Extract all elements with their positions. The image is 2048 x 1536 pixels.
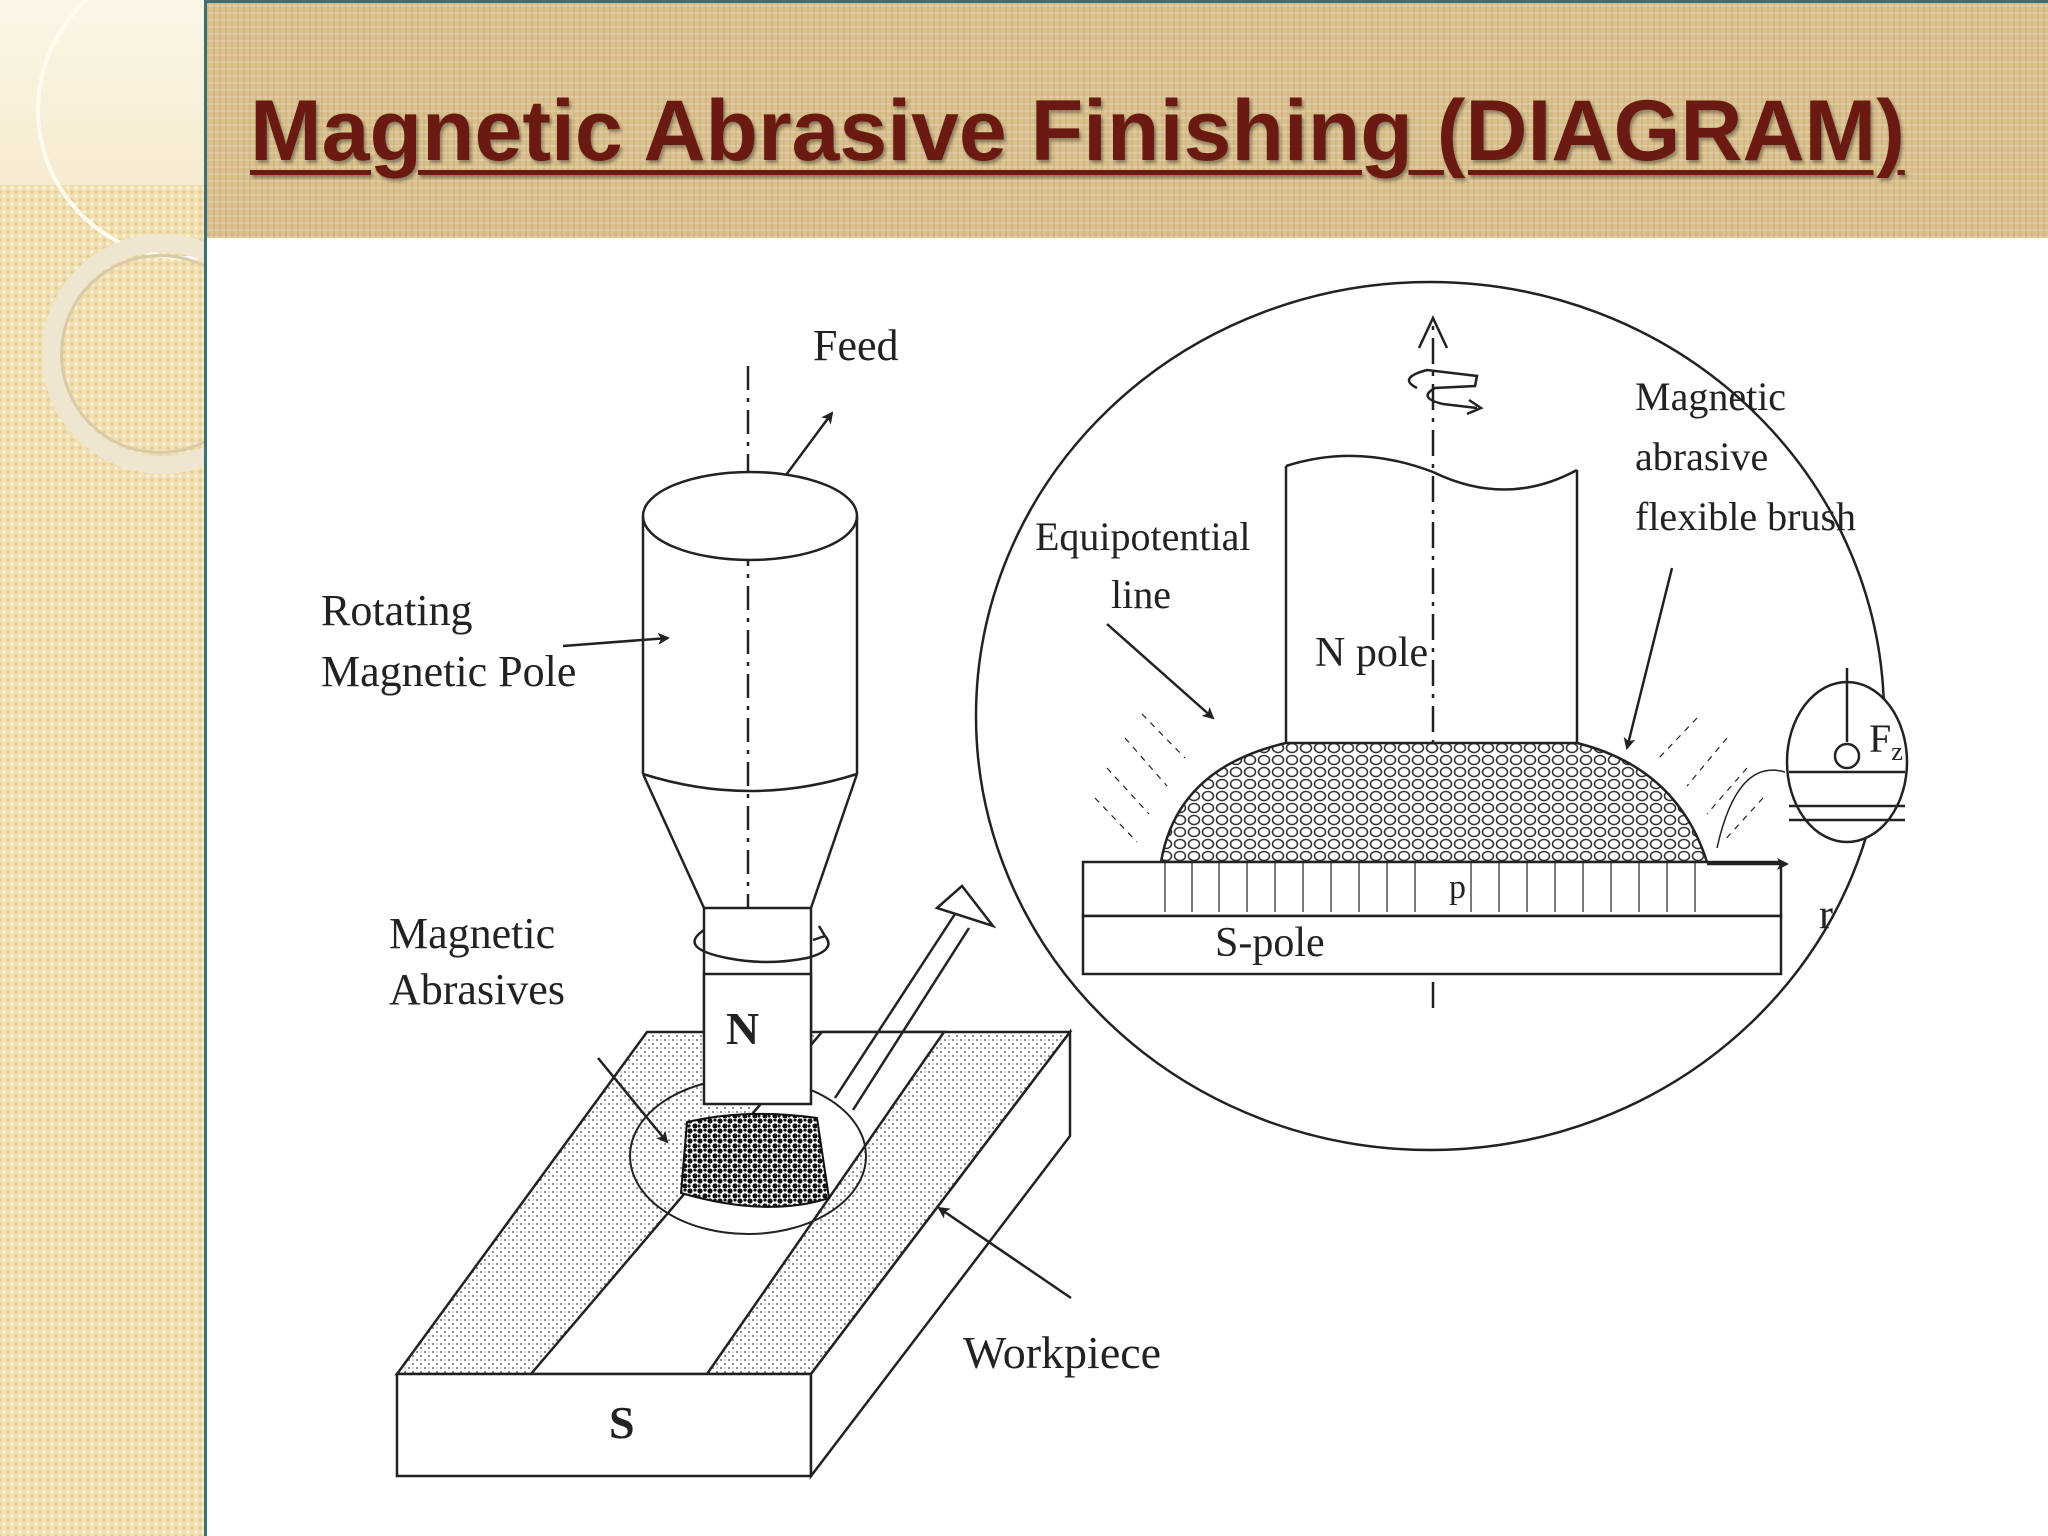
n-pole-label-enlarged: N pole — [1315, 630, 1428, 676]
axis-arrowhead — [1417, 315, 1449, 349]
brush-pointer-arrow — [1623, 567, 1674, 750]
equipotential-lines-left — [1094, 713, 1186, 843]
workpiece-pointer-arrow — [937, 1206, 1072, 1300]
brush-label-2: abrasive — [1635, 434, 1768, 479]
brush-label-3: flexible brush — [1635, 494, 1856, 539]
brush-label-1: Magnetic — [1635, 374, 1786, 419]
equipotential-lines-right — [1658, 717, 1764, 843]
r-axis-label: r — [1819, 892, 1833, 938]
left-apparatus — [641, 366, 859, 1078]
rotation-symbol-arrow — [1466, 398, 1484, 416]
s-pole-label-enlarged: S-pole — [1215, 920, 1325, 966]
abrasives-pointer-arrow — [597, 1057, 669, 1144]
slide-title: Magnetic Abrasive Finishing (DIAGRAM) — [250, 83, 1905, 179]
equipotential-label-2: line — [1111, 572, 1171, 617]
motion-arrow — [833, 884, 997, 1111]
rotation-indicator — [693, 928, 830, 964]
field-lines — [1164, 862, 1696, 912]
magnetic-abrasive-cluster — [679, 1112, 831, 1208]
pole-top-ellipse — [641, 470, 859, 562]
title-band — [207, 0, 2048, 238]
rotating-pole-label-1: Rotating — [321, 586, 473, 635]
s-pole-plate — [1081, 914, 1783, 976]
s-pole-label: S — [609, 1397, 635, 1448]
enlarged-view — [974, 280, 1909, 1152]
pole-tip-front — [702, 972, 813, 1106]
workpiece-plate — [1081, 860, 1783, 918]
abrasives-label-2: Abrasives — [389, 965, 565, 1014]
n-pole-label: N — [726, 1003, 759, 1054]
inset-pointer-curve — [1716, 769, 1786, 849]
equipotential-label-1: Equipotential — [1035, 514, 1251, 559]
pole-bottom-curve — [642, 772, 858, 793]
pole-cone-right — [809, 773, 859, 909]
rotation-arrowhead — [812, 925, 827, 942]
workpiece-side-face — [809, 1028, 1072, 1480]
workpiece-label: Workpiece — [963, 1327, 1161, 1378]
diagram-area: Feed Rotating Magnetic Pole Magnetic Abr… — [207, 238, 2048, 1536]
particle — [1833, 742, 1861, 770]
left-decorative-strip — [0, 0, 204, 1536]
flexible-brush — [1159, 741, 1709, 864]
magnetic-abrasive-finishing-diagram: Feed Rotating Magnetic Pole Magnetic Abr… — [321, 280, 1909, 1480]
force-label: Fz — [1869, 716, 1903, 766]
rotation-symbol — [1407, 368, 1479, 410]
p-label: p — [1449, 869, 1466, 906]
rotating-pole-label-2: Magnetic Pole — [321, 647, 576, 696]
feed-label: Feed — [813, 321, 899, 370]
n-pole-top-wave — [1285, 454, 1578, 491]
abrasives-label-1: Magnetic — [389, 909, 555, 958]
workpiece-front-face — [395, 1372, 813, 1478]
pole-cone-left — [641, 773, 706, 909]
pole-pointer-arrow — [562, 632, 670, 648]
slide-divider-line — [204, 0, 207, 1536]
decorative-ring — [36, 0, 204, 260]
equipotential-pointer-arrow — [1106, 623, 1215, 720]
